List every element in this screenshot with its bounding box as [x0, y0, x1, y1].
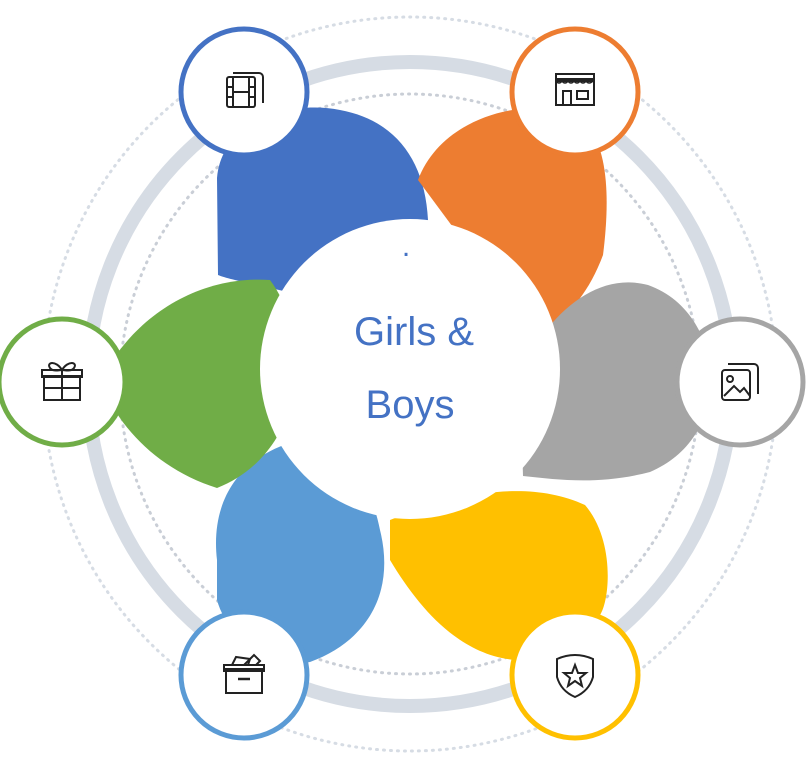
- film-icon: [226, 72, 264, 108]
- store-icon: [555, 73, 595, 106]
- node-circle-store: [509, 26, 641, 158]
- center-circle: [260, 219, 560, 519]
- node-gift: [0, 316, 128, 448]
- center-title-line-1: Girls &: [354, 310, 474, 354]
- petal-gift: [100, 279, 296, 488]
- center-title-line-2: Boys: [366, 383, 455, 427]
- node-circle-picture: [674, 316, 806, 448]
- node-box: [178, 609, 310, 741]
- picture-icon: [721, 363, 759, 401]
- petal-picture: [520, 282, 712, 481]
- icon-node-group: [0, 26, 806, 741]
- star-badge-icon: [556, 654, 594, 699]
- center-dot: .: [402, 230, 410, 263]
- node-picture: [674, 316, 806, 448]
- node-badge: [509, 609, 641, 741]
- petal-store: [418, 108, 607, 328]
- node-circle-badge: [509, 609, 641, 741]
- gift-icon: [41, 362, 83, 401]
- node-store: [509, 26, 641, 158]
- node-circle-box: [178, 609, 310, 741]
- node-film: [178, 26, 310, 158]
- box-icon: [223, 653, 265, 694]
